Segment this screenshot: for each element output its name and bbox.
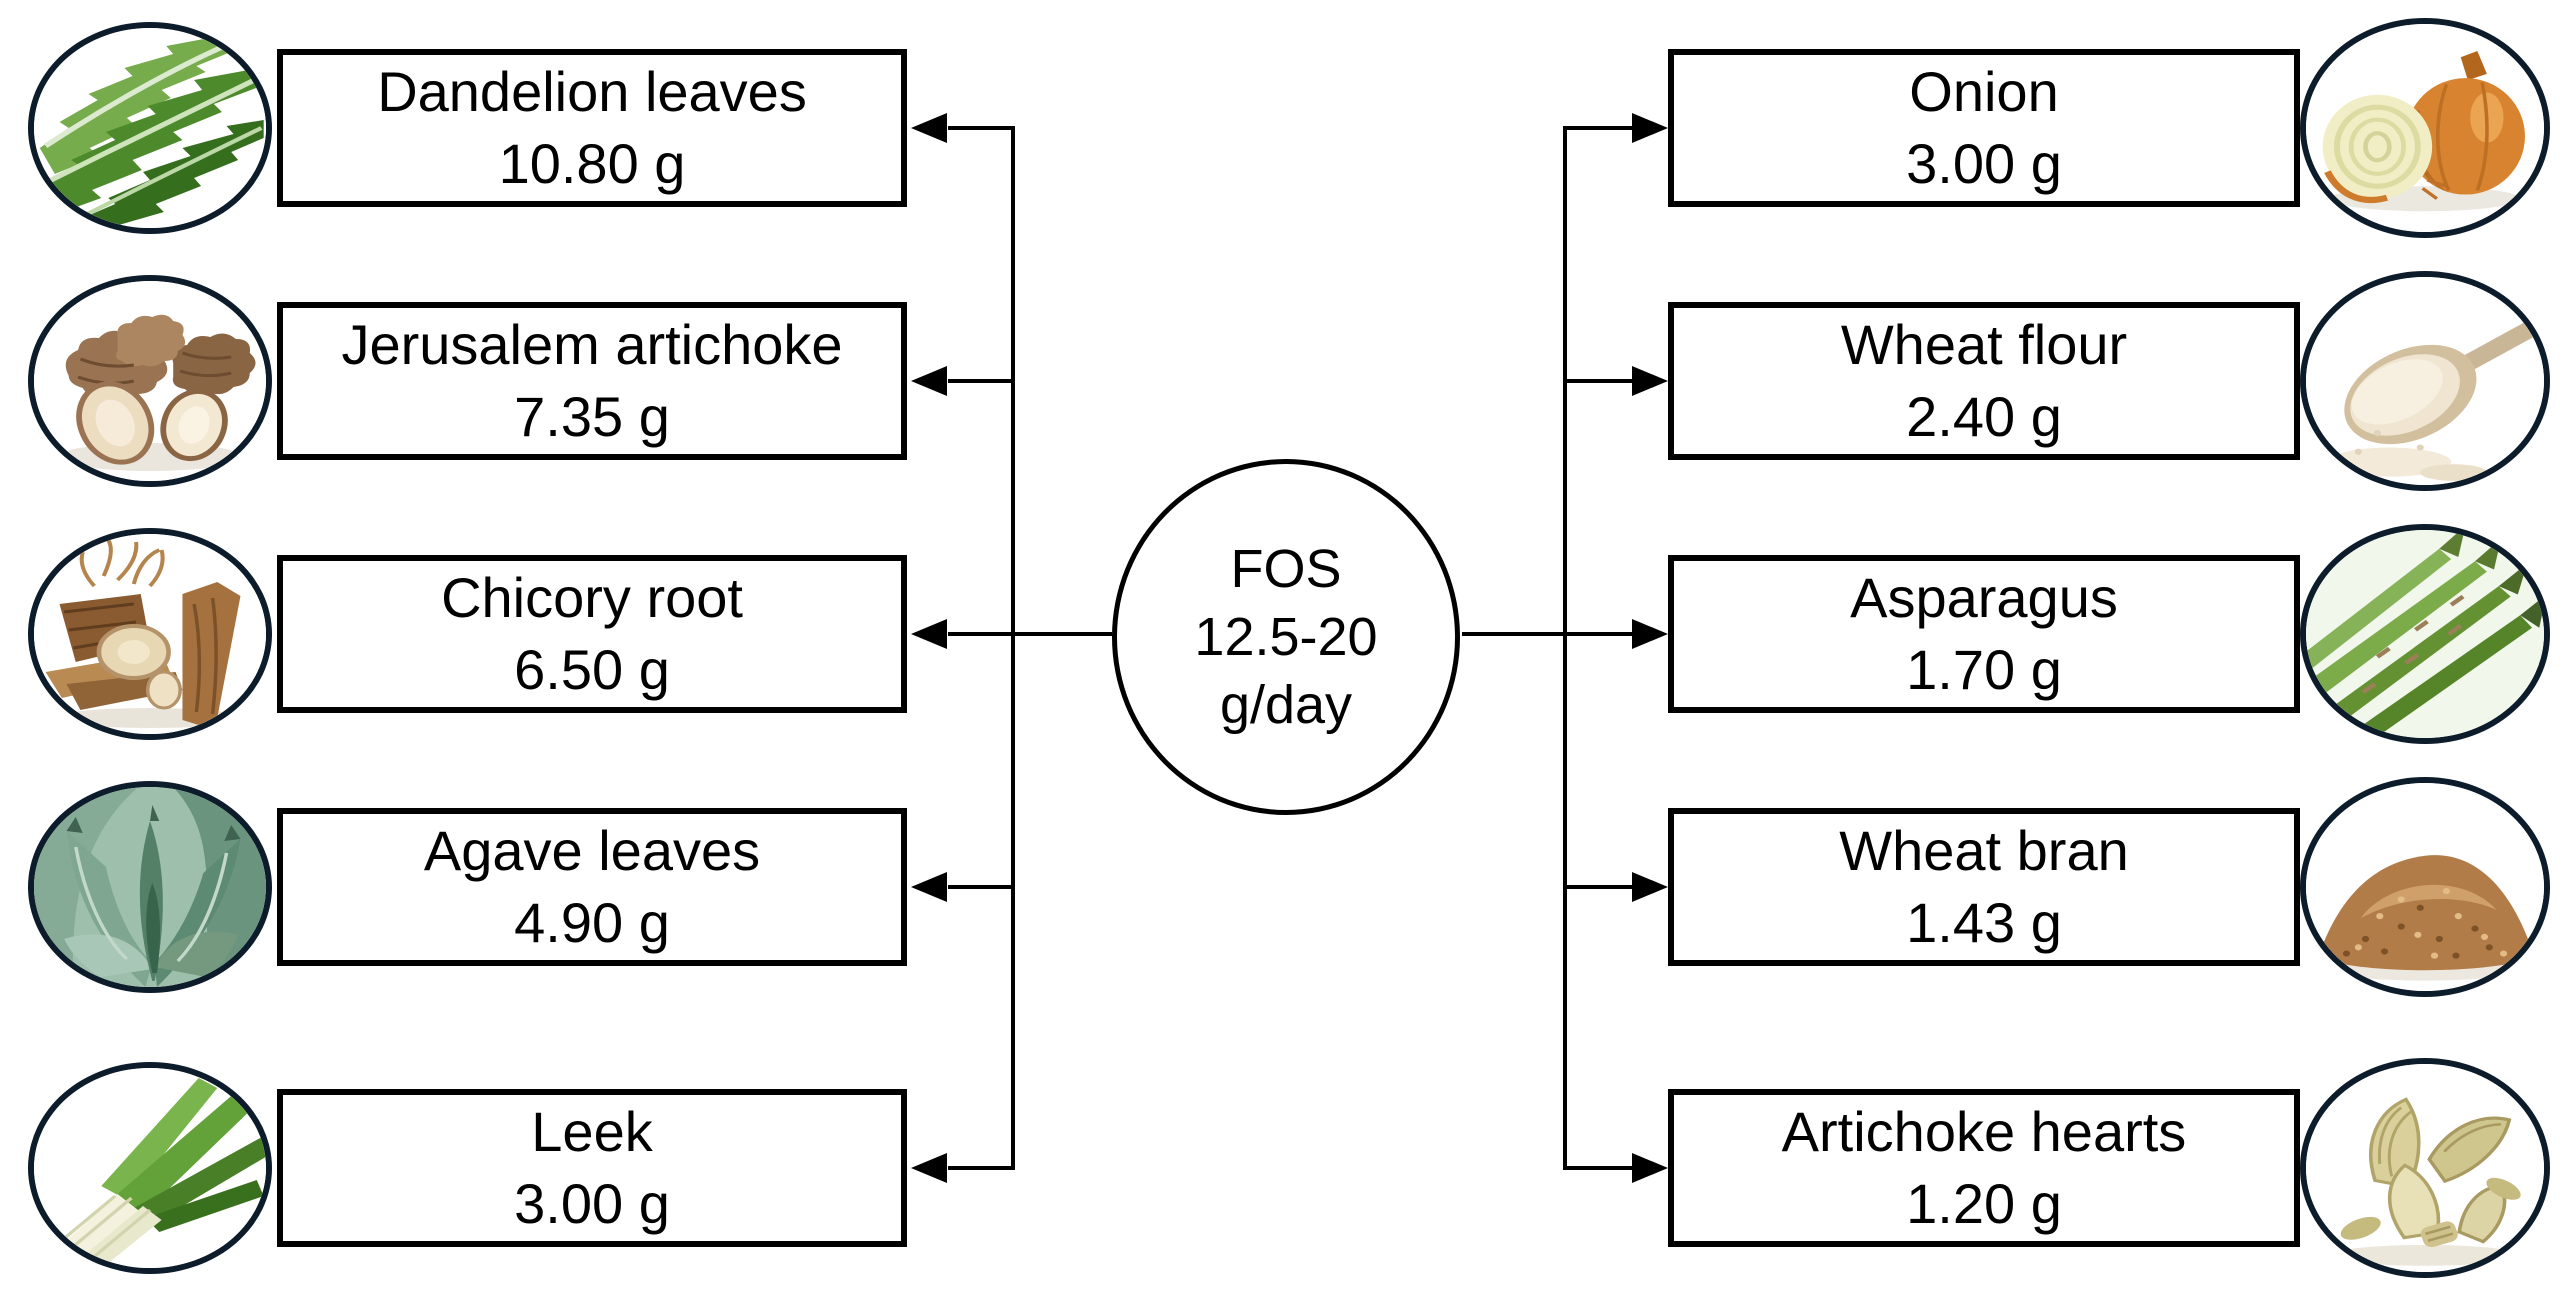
wheat-bran-image — [2300, 777, 2550, 997]
chicory-root-image — [28, 528, 272, 740]
item-name: Jerusalem artichoke — [341, 313, 843, 376]
dandelion-leaves-image — [28, 22, 272, 234]
item-name: Onion — [1909, 60, 2059, 123]
asparagus-image — [2300, 524, 2550, 744]
fos-title: FOS — [1230, 539, 1342, 599]
item-box-jerusalem-artichoke: Jerusalem artichoke 7.35 g — [277, 302, 907, 460]
item-box-leek: Leek 3.00 g — [277, 1089, 907, 1247]
item-name: Wheat flour — [1840, 313, 2128, 376]
item-name: Chicory root — [441, 566, 743, 629]
item-name: Asparagus — [1850, 566, 2118, 629]
item-amount: 3.00 g — [514, 1172, 670, 1235]
jerusalem-artichoke-image — [28, 275, 272, 487]
agave-leaves-image — [28, 781, 272, 993]
item-name: Artichoke hearts — [1781, 1100, 2187, 1163]
fos-center-node: FOS 12.5-20 g/day — [1112, 459, 1460, 815]
wheat-flour-image — [2300, 271, 2550, 491]
fos-unit: g/day — [1219, 675, 1353, 735]
item-amount: 3.00 g — [1906, 132, 2062, 195]
item-box-onion: Onion 3.00 g — [1668, 49, 2300, 207]
item-amount: 4.90 g — [514, 891, 670, 954]
item-amount: 7.35 g — [514, 385, 670, 448]
item-amount: 10.80 g — [498, 132, 686, 195]
artichoke-hearts-image — [2300, 1058, 2550, 1278]
item-box-agave-leaves: Agave leaves 4.90 g — [277, 808, 907, 966]
leek-image — [28, 1062, 272, 1274]
item-box-wheat-flour: Wheat flour 2.40 g — [1668, 302, 2300, 460]
item-name: Dandelion leaves — [377, 60, 807, 123]
item-amount: 1.70 g — [1906, 638, 2062, 701]
item-name: Agave leaves — [423, 819, 761, 882]
item-name: Wheat bran — [1839, 819, 2129, 882]
item-box-artichoke-hearts: Artichoke hearts 1.20 g — [1668, 1089, 2300, 1247]
item-box-wheat-bran: Wheat bran 1.43 g — [1668, 808, 2300, 966]
item-amount: 6.50 g — [514, 638, 670, 701]
fos-range: 12.5-20 — [1194, 607, 1378, 667]
item-amount: 1.43 g — [1906, 891, 2062, 954]
item-box-dandelion-leaves: Dandelion leaves 10.80 g — [277, 49, 907, 207]
item-name: Leek — [531, 1100, 653, 1163]
onion-image — [2300, 18, 2550, 238]
item-box-chicory-root: Chicory root 6.50 g — [277, 555, 907, 713]
item-box-asparagus: Asparagus 1.70 g — [1668, 555, 2300, 713]
item-amount: 1.20 g — [1906, 1172, 2062, 1235]
item-amount: 2.40 g — [1906, 385, 2062, 448]
